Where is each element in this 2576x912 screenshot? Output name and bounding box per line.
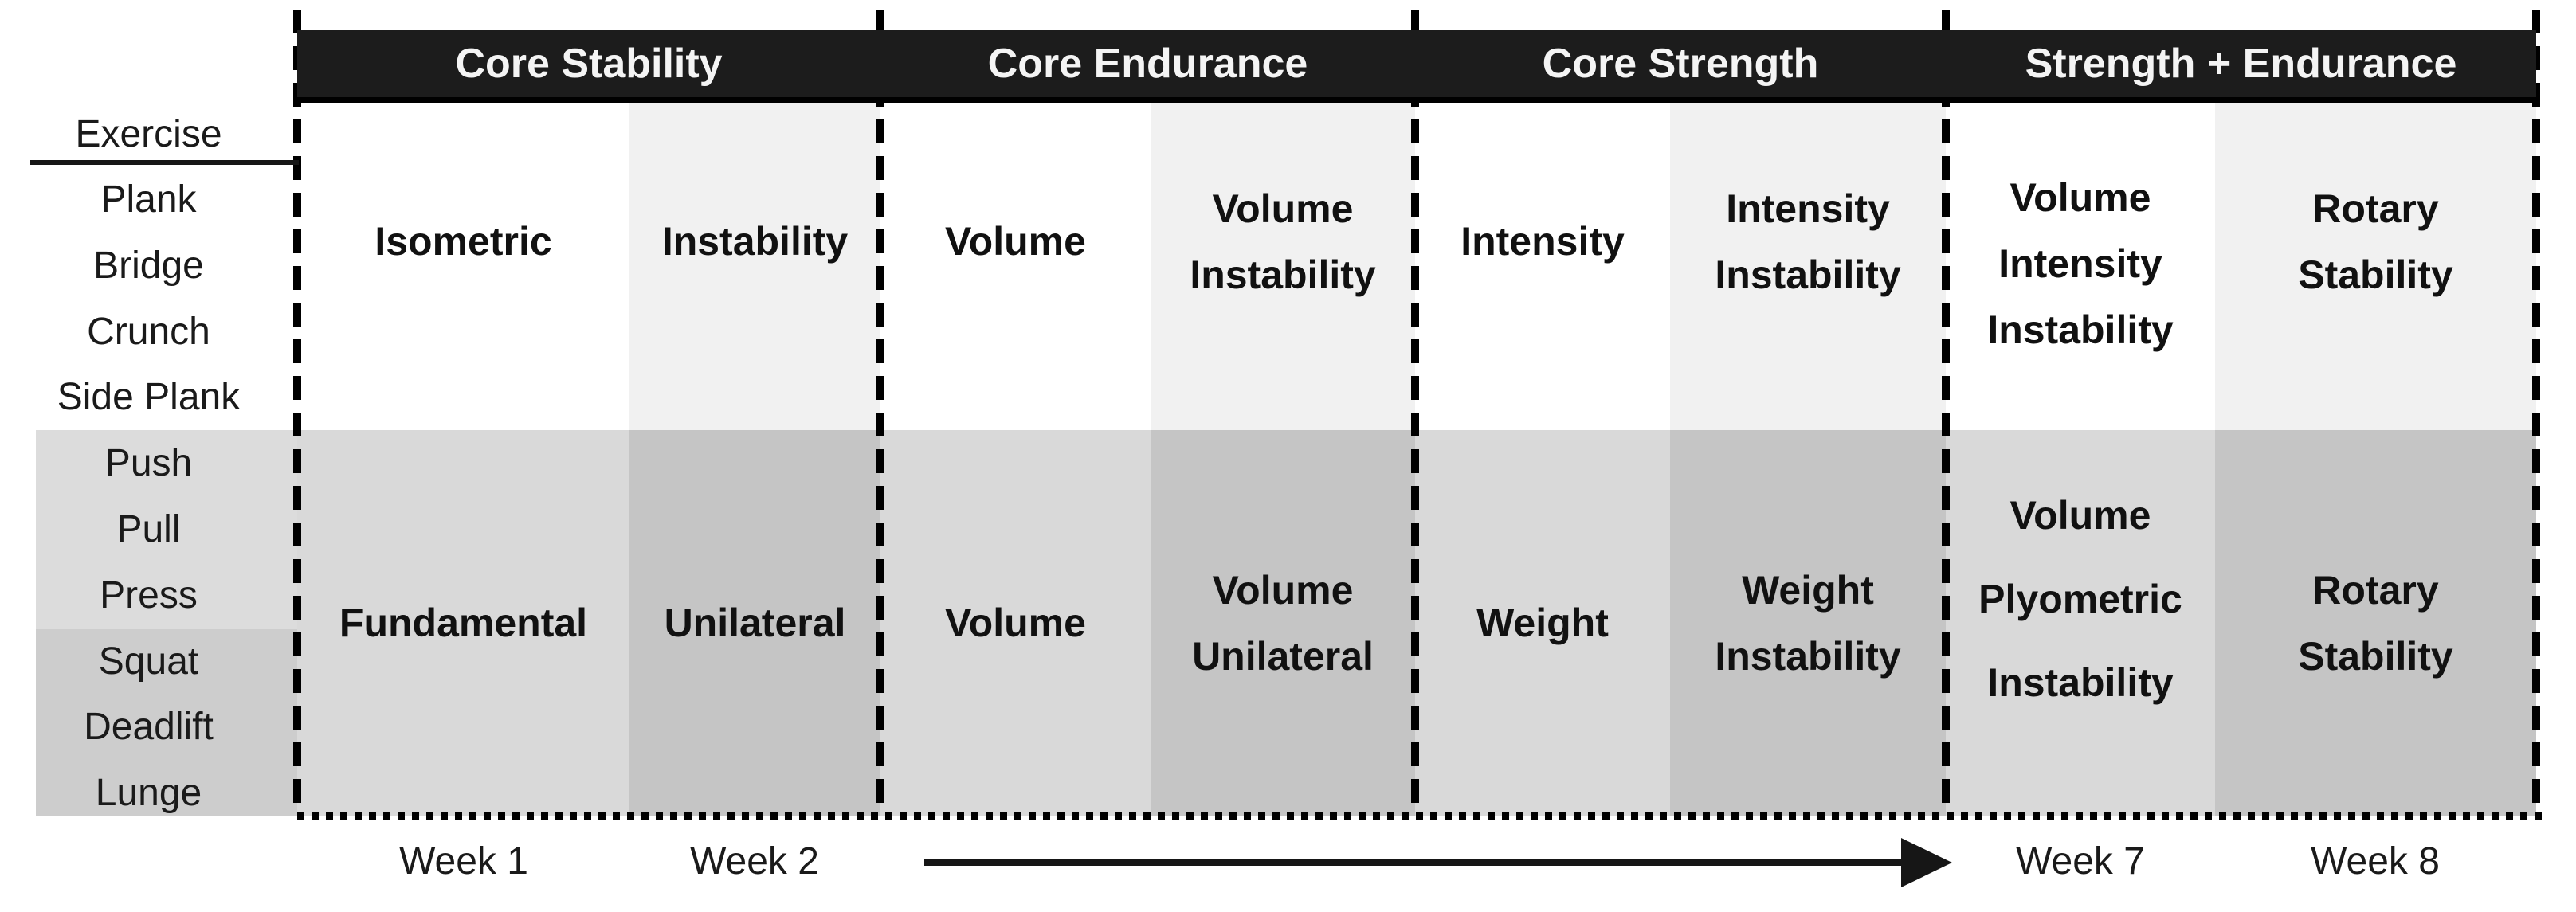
phase-header-core-endurance: Core Endurance bbox=[987, 41, 1308, 87]
body-cell-4-volume-unilateral: Volume Unilateral bbox=[1151, 430, 1415, 816]
week-label-2: Week 2 bbox=[690, 840, 819, 883]
phase-header-bar: Core Stability Core Endurance Core Stren… bbox=[297, 30, 2536, 103]
body-cell-3-volume: Volume bbox=[880, 430, 1151, 816]
grid-vline-endurance-strength bbox=[1411, 10, 1419, 816]
body-cell-5-weight: Weight bbox=[1415, 430, 1670, 816]
core-cell-4-volume-instability: Volume Instability bbox=[1151, 97, 1415, 430]
core-cell-5-intensity: Intensity bbox=[1415, 97, 1670, 430]
core-cell-3-volume: Volume bbox=[880, 97, 1151, 430]
exercise-row-side-plank: Side Plank bbox=[57, 376, 241, 418]
exercise-row-lunge: Lunge bbox=[95, 772, 202, 814]
exercise-row-plank: Plank bbox=[100, 178, 197, 221]
core-cell-8-rotary-stability: Rotary Stability bbox=[2215, 97, 2536, 430]
week-label-1: Week 1 bbox=[399, 840, 528, 883]
exercise-row-push: Push bbox=[104, 442, 193, 484]
exercise-row-deadlift: Deadlift bbox=[84, 706, 214, 748]
exercise-row-crunch: Crunch bbox=[87, 311, 210, 353]
exercise-header-underline bbox=[30, 160, 299, 165]
body-cell-8-rotary-stability: Rotary Stability bbox=[2215, 430, 2536, 816]
body-cell-2-unilateral: Unilateral bbox=[629, 430, 880, 816]
phase-header-strength-endurance: Strength + Endurance bbox=[2025, 41, 2457, 87]
core-cell-1-isometric: Isometric bbox=[297, 97, 629, 430]
grid-vline-strength-strengthendurance bbox=[1942, 10, 1950, 816]
body-cell-6-weight-instability: Weight Instability bbox=[1670, 430, 1946, 816]
timeline-arrow-head-icon bbox=[1901, 838, 1952, 887]
core-cell-7-volume-intensity-instability: Volume Intensity Instability bbox=[1946, 97, 2215, 430]
body-cell-7-volume-plyometric-instability: Volume Plyometric Instability bbox=[1946, 430, 2215, 816]
core-cell-6-intensity-instability: Intensity Instability bbox=[1670, 97, 1946, 430]
exercise-column-header: Exercise bbox=[75, 113, 222, 155]
body-cell-1-fundamental: Fundamental bbox=[297, 430, 629, 816]
core-cell-2-instability: Instability bbox=[629, 97, 880, 430]
exercise-row-squat: Squat bbox=[98, 640, 199, 683]
exercise-row-press: Press bbox=[100, 574, 198, 616]
week-label-7: Week 7 bbox=[2016, 840, 2145, 883]
grid-bottom-dotted-border bbox=[297, 812, 2542, 820]
phase-header-core-stability: Core Stability bbox=[455, 41, 723, 87]
grid-vline-left-border bbox=[293, 10, 301, 816]
exercise-band-squat-deadlift-lunge bbox=[36, 629, 297, 816]
week-label-8: Week 8 bbox=[2311, 840, 2440, 883]
exercise-band-push-pull-press bbox=[36, 430, 297, 629]
exercise-row-bridge: Bridge bbox=[93, 245, 204, 287]
grid-vline-right-border bbox=[2532, 10, 2540, 816]
exercise-row-pull: Pull bbox=[116, 508, 181, 550]
timeline-arrow-shaft bbox=[924, 859, 1903, 866]
grid-vline-stability-endurance bbox=[876, 10, 884, 816]
phase-header-core-strength: Core Strength bbox=[1542, 41, 1819, 87]
